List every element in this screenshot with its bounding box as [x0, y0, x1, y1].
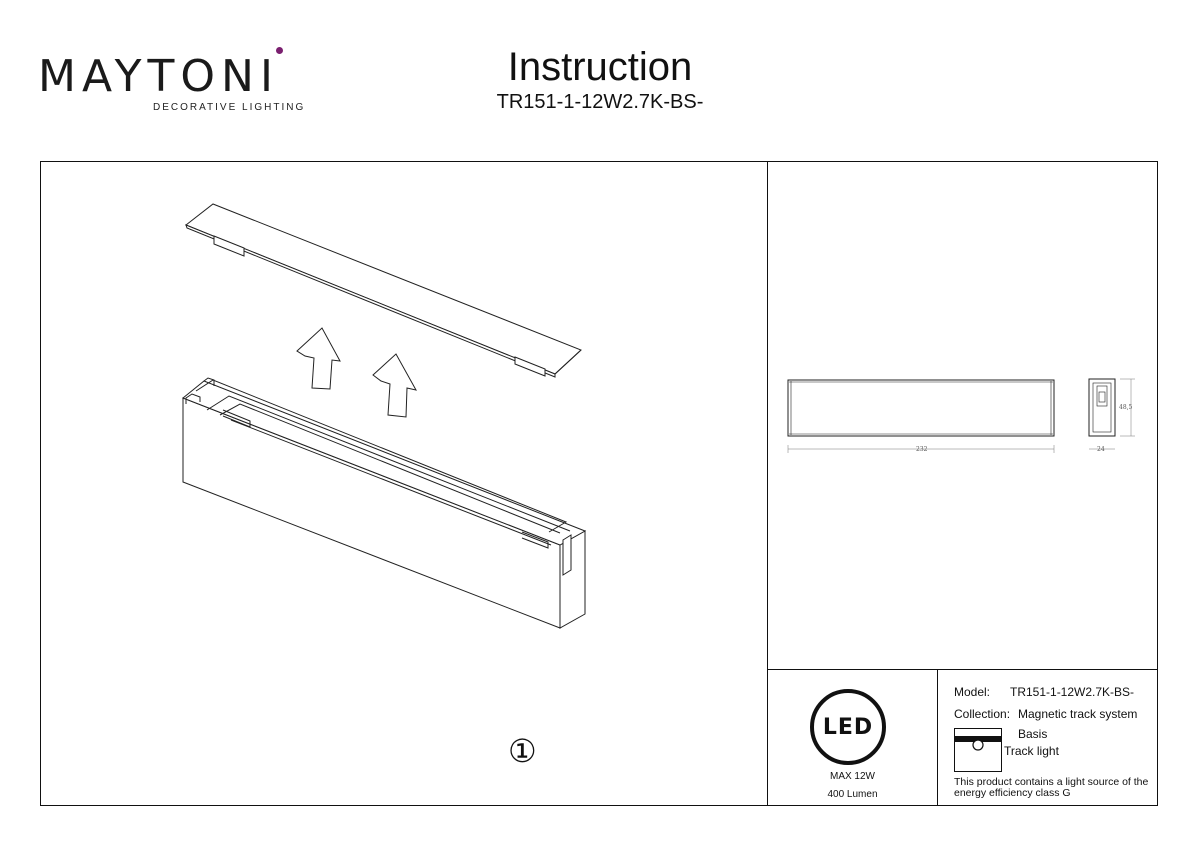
dimension-height: 48,5 [1119, 404, 1133, 411]
led-max-power: MAX 12W [829, 771, 875, 782]
info-divider [937, 669, 938, 806]
led-badge-text: LED [822, 714, 874, 740]
track-light-icon [954, 728, 1002, 772]
front-view-outline [787, 379, 1055, 453]
energy-note-line-1: This product contains a light source of … [954, 776, 1149, 788]
brand-logo-dot [276, 47, 283, 54]
collection-value: Magnetic track system [1018, 707, 1138, 721]
brand-name: MAYTONI [38, 51, 279, 102]
brand-logo: MAYTONI [38, 52, 288, 122]
led-badge-icon: LED [810, 689, 886, 765]
brand-tagline: DECORATIVE LIGHTING [153, 102, 306, 113]
led-lumen: 400 Lumen [827, 789, 878, 800]
model-value: TR151-1-12W2.7K-BS- [1010, 685, 1135, 699]
up-arrow-icon [296, 327, 341, 390]
document-model-code: TR151-1-12W2.7K-BS- [496, 91, 704, 113]
collection-label: Collection: [954, 707, 1011, 721]
model-label: Model: [954, 685, 991, 699]
dimension-length: 232 [916, 446, 928, 453]
frame-divider-vertical [767, 161, 768, 806]
frame-divider-horizontal [767, 669, 1158, 670]
dimension-width: 24 [1097, 446, 1105, 453]
energy-note-line-2: energy efficiency class G [954, 787, 1071, 799]
series-value: Basis [1018, 727, 1048, 741]
cover-plate [185, 203, 582, 378]
up-arrow-icon [372, 353, 417, 418]
side-view-outline [1088, 378, 1135, 450]
step-number: ① [508, 732, 537, 770]
document-title: Instruction [507, 45, 693, 89]
type-value: Track light [1004, 744, 1059, 758]
track-housing [182, 377, 587, 629]
content-frame [40, 161, 1158, 806]
